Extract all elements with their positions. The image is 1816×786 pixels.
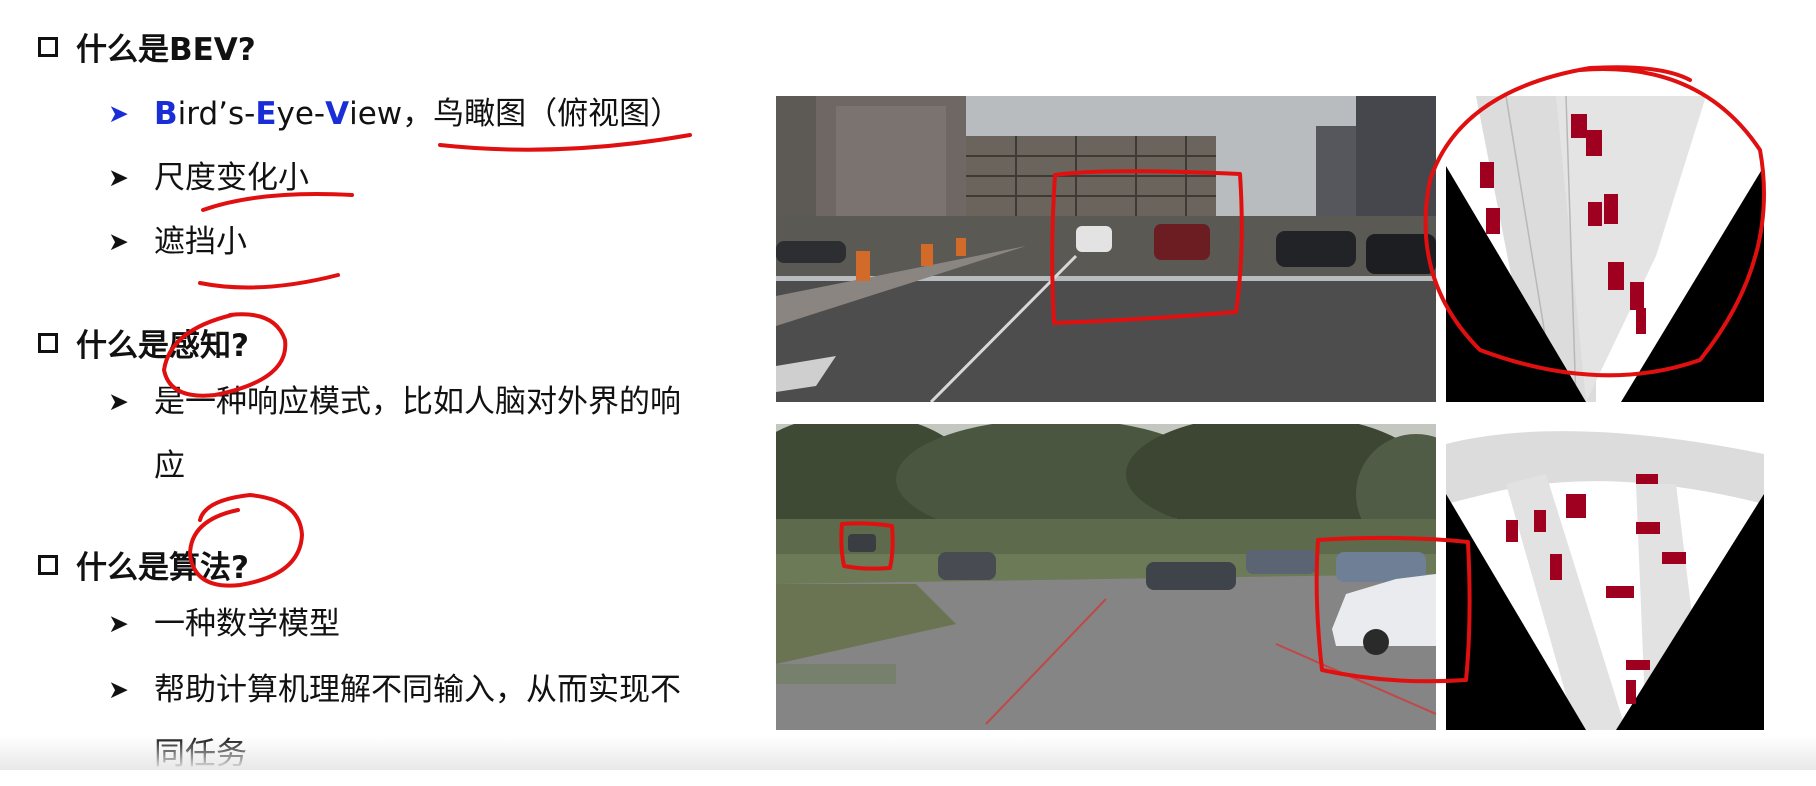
bullet-math-model: ➤ 一种数学模型 (108, 592, 340, 656)
bev-map-top (1446, 96, 1764, 402)
section-heading-bev: 什么是BEV? (38, 24, 256, 69)
square-bullet-icon (38, 554, 58, 575)
bullet-response-mode: ➤ 是一种响应模式，比如人脑对外界的响应 (108, 370, 694, 498)
arrow-bullet-icon: ➤ (108, 163, 129, 192)
arrow-bullet-icon: ➤ (108, 609, 129, 638)
bev-map-bottom (1446, 424, 1764, 730)
section-heading-algorithm: 什么是算法? (38, 542, 249, 587)
bottom-fade-band (0, 736, 1816, 770)
city-street-scene (776, 96, 1436, 402)
bullet-scale-change: ➤ 尺度变化小 (108, 146, 309, 210)
underline-occlusion (198, 273, 340, 290)
square-bullet-icon (38, 332, 58, 353)
arrow-bullet-icon: ➤ (108, 227, 129, 256)
section-heading-perception: 什么是感知? (38, 320, 249, 365)
arrow-bullet-icon: ➤ (108, 99, 129, 128)
square-bullet-icon (38, 36, 58, 57)
park-road-scene (776, 424, 1436, 730)
arrow-bullet-icon: ➤ (108, 387, 129, 416)
bullet-birds-eye-view: ➤ Bird’s-Eye-View，鸟瞰图（俯视图） (108, 82, 681, 146)
camera-image-city (776, 96, 1436, 402)
arrow-bullet-icon: ➤ (108, 675, 129, 704)
bullet-occlusion: ➤ 遮挡小 (108, 210, 247, 274)
bev-map-top-graphic (1446, 96, 1764, 402)
bev-map-bottom-graphic (1446, 424, 1764, 730)
camera-image-park (776, 424, 1436, 730)
